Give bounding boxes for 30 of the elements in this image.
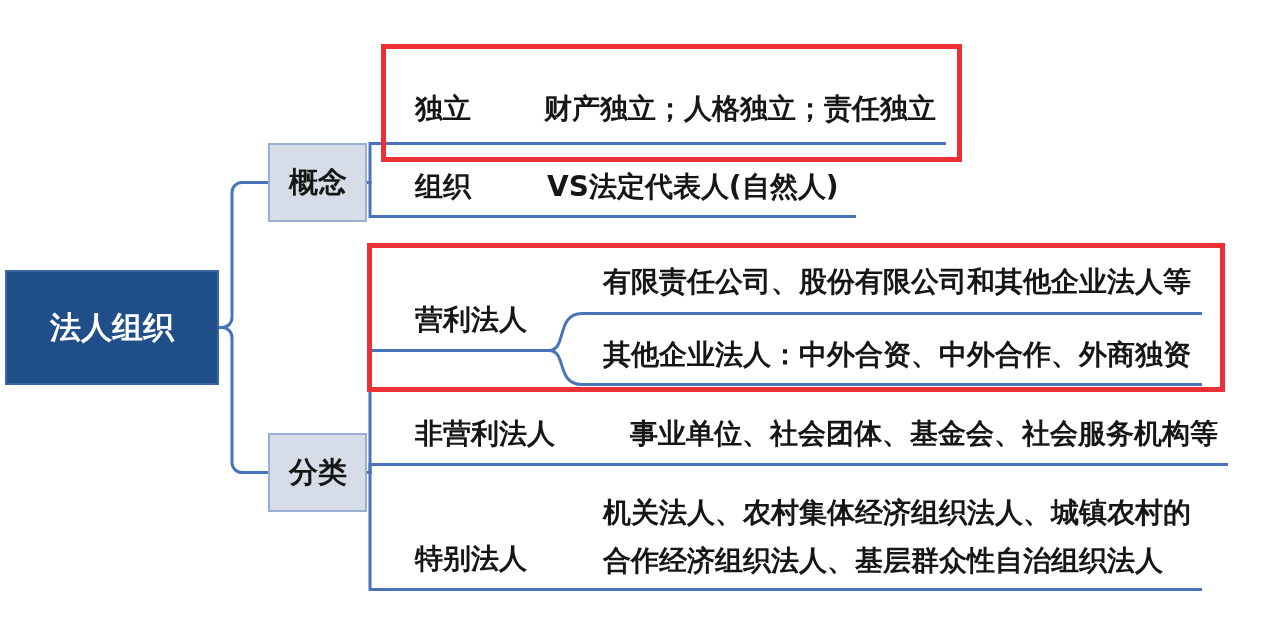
connector-line (491, 142, 529, 145)
connector-line (548, 349, 583, 386)
topic-text: 组织 (415, 169, 471, 205)
topic-text: 财产独立；人格独立；责任独立 (544, 91, 936, 127)
connector-line (580, 588, 588, 591)
topic-text: VS法定代表人(自然人) (547, 169, 839, 205)
connector-line (367, 142, 400, 184)
connector-line (572, 463, 613, 466)
highlight-frame (381, 44, 962, 162)
category-box (268, 433, 367, 512)
underlined-topic (529, 90, 946, 145)
connector-line (367, 471, 373, 591)
root-topic-text: 法人组织 (50, 307, 174, 347)
topic-text: 独立 (415, 91, 471, 127)
topic-text: 特别法人 (415, 541, 527, 577)
topic-text: 有限责任公司、股份有限公司和其他企业法人等 (603, 264, 1191, 300)
root-topic-box (5, 270, 219, 385)
connector-line (491, 215, 529, 218)
category-text: 分类 (288, 453, 347, 491)
category-box (268, 143, 367, 222)
underlined-topic (400, 90, 491, 145)
topic-text: 其他企业法人：中外合资、中外合作、外商独资 (603, 337, 1191, 373)
topic-text: 机关法人、农村集体经济组织法人、城镇农村的合作经济组织法人、基层群众性自治组织法人 (603, 495, 1192, 579)
connector-line (367, 181, 398, 218)
category-text: 概念 (288, 163, 347, 201)
topic-text: 营利法人 (415, 302, 527, 338)
topic-text: 非营利法人 (415, 416, 555, 452)
connector-line (219, 326, 268, 474)
topic-text: 事业单位、社会团体、基金会、社会服务机构等 (630, 416, 1218, 452)
highlight-frame (367, 243, 1225, 392)
